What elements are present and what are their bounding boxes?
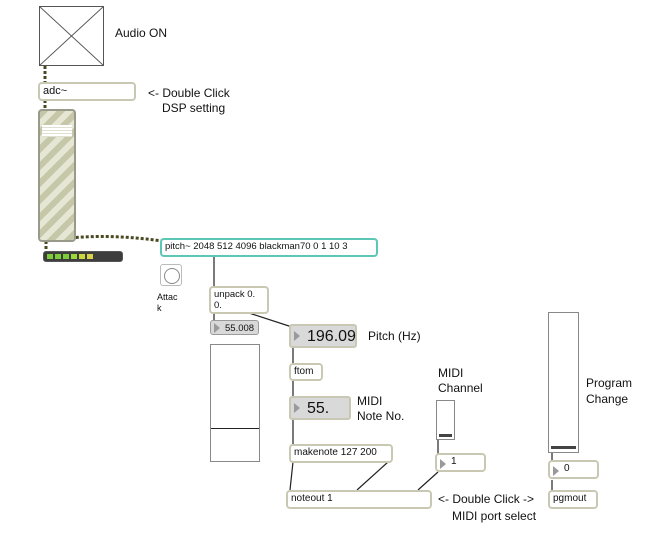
pitch-hz-number-box[interactable]: 196.09 (289, 324, 357, 348)
noteout-hint-line1: <- Double Click -> (438, 492, 535, 506)
triangle-icon (294, 403, 300, 413)
program-value: 0 (564, 463, 570, 474)
triangle-icon (553, 466, 559, 476)
amplitude-value: 55.008 (225, 323, 255, 334)
unpack-text-line1: unpack 0. (214, 289, 256, 300)
program-number-box[interactable]: 0 (548, 460, 599, 479)
midi-note-number-box[interactable]: 55. (289, 396, 351, 420)
cord-channel-noteout (417, 471, 439, 491)
midi-note-label-line2: Note No. (357, 409, 405, 423)
pitch-text: pitch~ 2048 512 4096 blackman70 0 1 10 3 (165, 241, 348, 252)
program-slider-knob[interactable] (551, 446, 576, 449)
cord-makenote-noteout-2 (356, 461, 389, 491)
amplitude-number-box[interactable]: 55.008 (210, 320, 259, 335)
pitch-object[interactable]: pitch~ 2048 512 4096 blackman70 0 1 10 3 (160, 238, 378, 257)
program-label-line1: Program (586, 376, 633, 390)
midi-note-value: 55. (307, 400, 330, 417)
pgmout-text: pgmout (553, 493, 587, 504)
pgmout-object[interactable]: pgmout (548, 490, 598, 509)
channel-number-box[interactable]: 1 (435, 453, 486, 472)
pitch-hz-value: 196.09 (307, 328, 356, 345)
channel-slider[interactable] (436, 400, 455, 440)
cord-makenote-noteout-1 (289, 461, 294, 491)
unpack-object[interactable]: unpack 0. 0. (209, 286, 269, 314)
makenote-text: makenote 127 200 (294, 447, 377, 458)
attack-bang-button[interactable] (160, 264, 182, 286)
audio-toggle-button[interactable] (39, 6, 104, 66)
audio-on-label: Audio ON (115, 26, 168, 40)
unpack-text-line2: 0. (214, 300, 222, 311)
gain-slider[interactable] (38, 109, 76, 242)
program-slider[interactable] (548, 312, 579, 453)
ftom-object[interactable]: ftom (289, 363, 323, 381)
cord-unpack-pitchhz (245, 311, 293, 328)
level-meter (43, 251, 123, 262)
adc-hint-line2: DSP setting (162, 101, 226, 115)
program-label-line2: Change (586, 392, 629, 406)
triangle-icon (440, 459, 446, 469)
channel-slider-knob[interactable] (439, 434, 452, 437)
noteout-hint-line2: MIDI port select (452, 509, 537, 523)
adc-object[interactable]: adc~ (38, 82, 136, 101)
pitch-hz-label: Pitch (Hz) (368, 329, 421, 343)
noteout-object[interactable]: noteout 1 (286, 490, 432, 509)
attack-label-line2: k (157, 303, 162, 313)
makenote-object[interactable]: makenote 127 200 (289, 444, 393, 463)
adc-hint-line1: <- Double Click (148, 86, 230, 100)
triangle-icon (214, 322, 220, 333)
noteout-text: noteout 1 (291, 493, 333, 504)
amplitude-slider[interactable] (210, 344, 260, 462)
adc-text: adc~ (43, 85, 68, 97)
midi-note-label-line1: MIDI (357, 394, 383, 408)
amplitude-slider-knob[interactable] (211, 428, 259, 429)
triangle-icon (294, 331, 300, 341)
channel-label-line1: MIDI (438, 366, 464, 380)
ftom-text: ftom (294, 366, 314, 377)
channel-label-line2: Channel (438, 381, 483, 395)
gain-slider-handle[interactable] (42, 125, 72, 137)
attack-label-line1: Attac (157, 292, 178, 302)
channel-value: 1 (451, 456, 457, 467)
x-icon (39, 6, 104, 66)
